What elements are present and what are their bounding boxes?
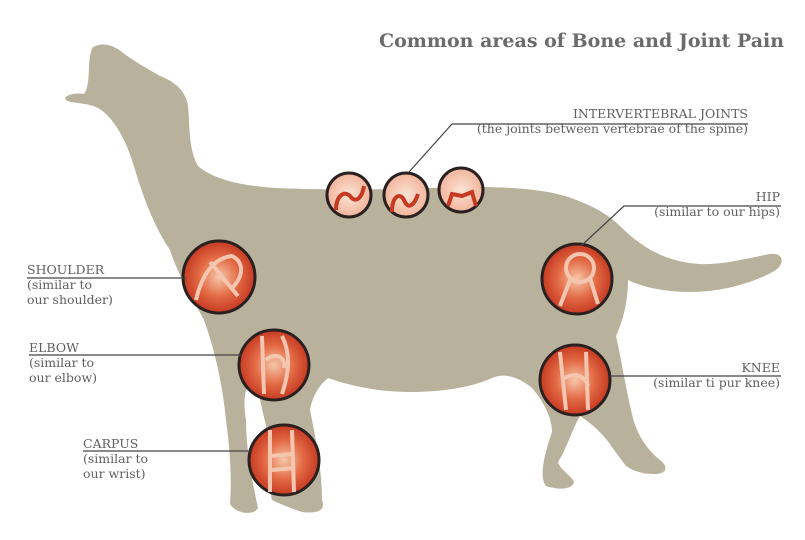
hip-joint	[540, 242, 614, 316]
elbow-joint	[237, 328, 311, 402]
hip-label: HIP (similar to our hips)	[654, 189, 780, 219]
elbow-label: ELBOW (similar to our elbow)	[29, 340, 97, 385]
shoulder-name: SHOULDER	[27, 262, 105, 277]
hip-desc: (similar to our hips)	[654, 204, 780, 219]
intervertebral-desc: (the joints between vertebrae of the spi…	[476, 121, 748, 136]
knee-joint	[538, 343, 612, 417]
intervertebral-joint-1	[325, 171, 373, 219]
intervertebral-joint-2	[382, 171, 430, 219]
knee-label: KNEE (similar ti pur knee)	[653, 360, 780, 390]
intervertebral-name: INTERVERTEBRAL JOINTS	[572, 106, 748, 121]
carpus-label: CARPUS (similar to our wrist)	[83, 436, 148, 481]
intervertebral-leader-line	[408, 123, 748, 173]
carpus-joint	[247, 423, 321, 497]
carpus-name: CARPUS	[83, 436, 139, 451]
intervertebral-label: INTERVERTEBRAL JOINTS (the joints betwee…	[477, 106, 748, 136]
carpus-desc-line2: our wrist)	[83, 466, 146, 481]
knee-name: KNEE	[741, 360, 780, 375]
shoulder-desc-line1: (similar to	[27, 277, 93, 292]
carpus-desc-line1: (similar to	[83, 451, 149, 466]
elbow-desc-line1: (similar to	[29, 355, 95, 370]
elbow-name: ELBOW	[29, 340, 79, 355]
shoulder-desc-line2: our shoulder)	[27, 292, 113, 307]
elbow-desc-line2: our elbow)	[29, 370, 98, 385]
hip-leader-line	[580, 205, 781, 247]
intervertebral-joint-3	[437, 166, 485, 214]
diagram-title: Common areas of Bone and Joint Pain	[379, 30, 785, 52]
hip-name: HIP	[755, 189, 780, 204]
knee-desc: (similar ti pur knee)	[653, 375, 780, 390]
shoulder-label: SHOULDER (similar to our shoulder)	[27, 262, 113, 307]
shoulder-joint	[181, 239, 257, 315]
